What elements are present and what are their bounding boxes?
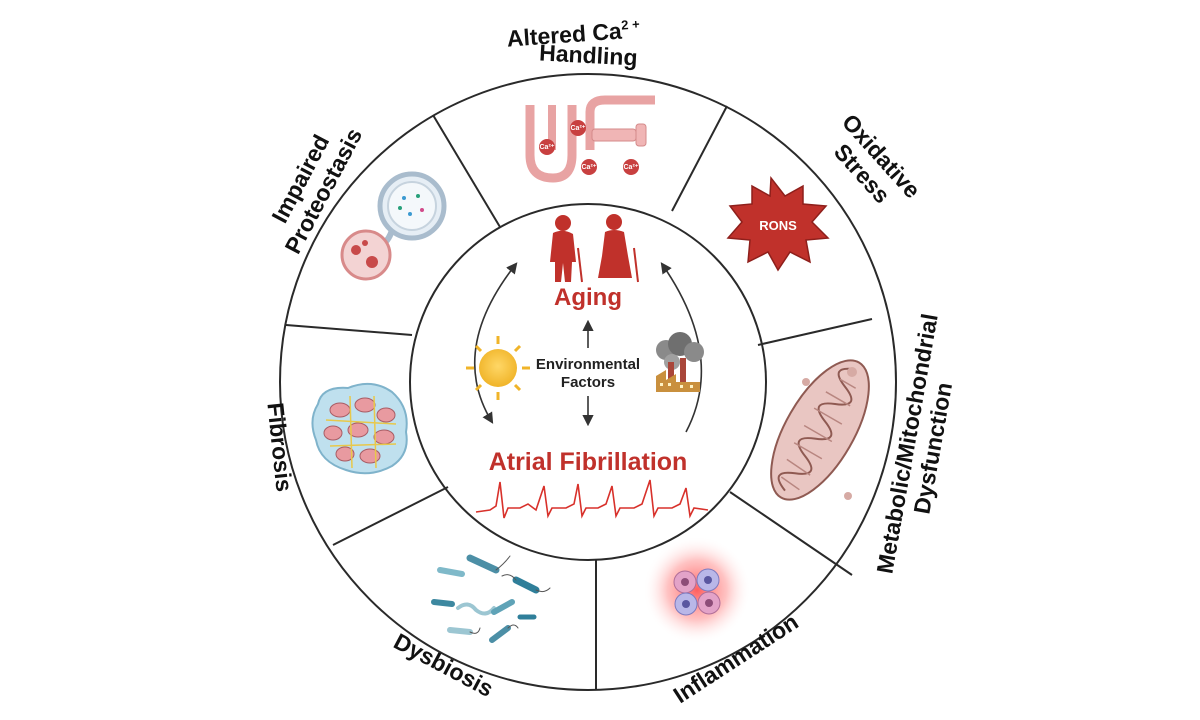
- atrial-fibrillation-title: Atrial Fibrillation: [489, 448, 688, 476]
- label-dysbiosis: Dysbiosis: [390, 628, 498, 702]
- label-altered-ca-line2: Handling: [539, 39, 639, 70]
- ca-ion-label: Ca²⁺: [624, 164, 639, 171]
- immune-cells-icon: [643, 536, 751, 644]
- sun-icon: [466, 336, 530, 400]
- ecg-trace-icon: [475, 479, 709, 519]
- label-altered-ca-handling: Altered Ca2 + Handling: [506, 16, 641, 70]
- sarcoplasmic-reticulum-icon: Ca²⁺ Ca²⁺ Ca²⁺ Ca²⁺: [525, 95, 655, 183]
- aging-title: Aging: [554, 284, 622, 311]
- label-fibrosis: Fibrosis: [262, 401, 297, 493]
- mitochondrion-icon: [770, 359, 870, 501]
- ca-ion-label: Ca²⁺: [571, 125, 586, 132]
- label-dysbiosis-text: Dysbiosis: [390, 628, 498, 702]
- rons-badge: RONS: [759, 218, 797, 233]
- label-fibrosis-text: Fibrosis: [262, 401, 297, 493]
- elderly-couple-icon: [550, 214, 639, 283]
- label-oxidative-stress: Oxidative Stress: [829, 109, 926, 208]
- label-metabolic-dysfunction: Metabolic/Mitochondrial Dysfunction: [871, 312, 957, 576]
- environmental-factors-line1: Environmental: [536, 356, 640, 373]
- ca-ion-label: Ca²⁺: [540, 144, 555, 151]
- autophagosome-icon: [340, 171, 447, 281]
- ca-ion-label: Ca²⁺: [582, 164, 597, 171]
- bacteria-icon: [431, 554, 551, 643]
- rons-starburst-icon: RONS: [726, 175, 830, 272]
- wheel-rings: [279, 73, 897, 691]
- mitochondria-fragments-icon: [802, 367, 857, 500]
- factory-pollution-icon: [656, 332, 704, 392]
- fibrotic-tissue-icon: [311, 382, 408, 475]
- environmental-factors-line2: Factors: [561, 374, 615, 391]
